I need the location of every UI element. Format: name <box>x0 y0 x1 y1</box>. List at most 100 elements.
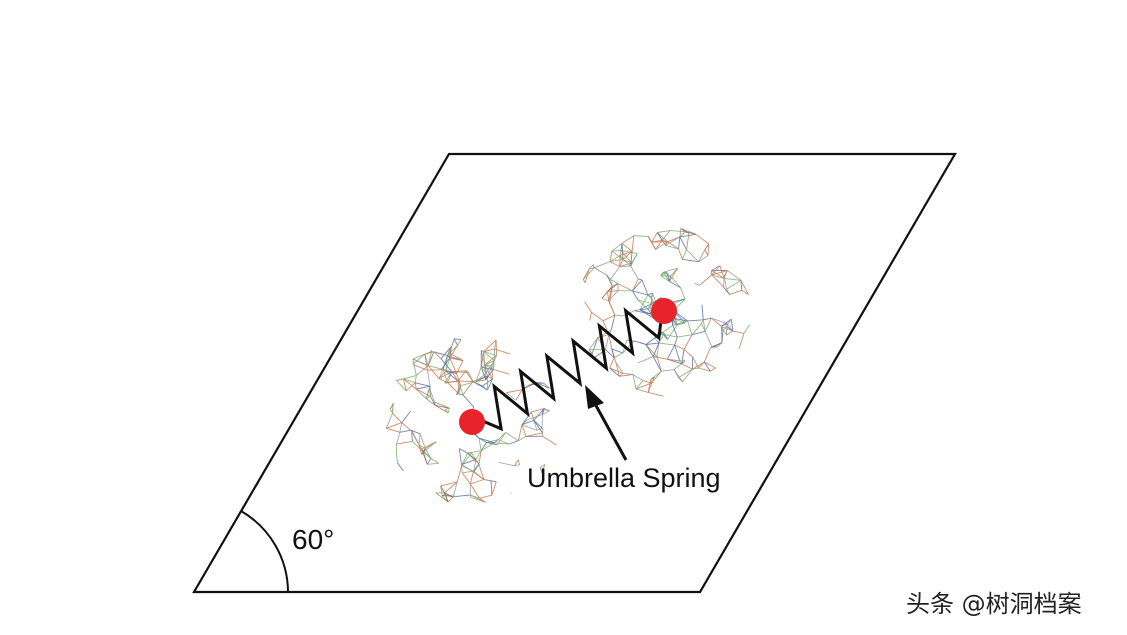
network-bond <box>704 249 709 256</box>
network-bond <box>456 373 462 386</box>
network-bond <box>726 330 734 336</box>
network-bond <box>645 344 654 357</box>
network-bond <box>656 343 660 357</box>
network-bond <box>542 410 550 415</box>
network-bond <box>639 309 654 319</box>
network-bond <box>490 480 493 496</box>
network-bond <box>415 388 427 400</box>
network-bond <box>695 233 709 245</box>
network-bond <box>703 361 711 372</box>
network-bond <box>469 494 472 498</box>
network-bond <box>445 357 451 372</box>
network-bond <box>592 264 595 268</box>
network-bond <box>622 259 631 267</box>
network-bond <box>527 414 543 421</box>
network-bond <box>682 258 699 263</box>
network-bond <box>729 289 742 296</box>
network-bond <box>701 319 704 324</box>
network-bond <box>681 360 686 365</box>
network-bond <box>711 265 721 271</box>
network-bond <box>442 369 448 383</box>
network-bond <box>396 440 413 445</box>
network-bond <box>471 452 480 465</box>
network-bond <box>457 381 460 394</box>
network-bond <box>594 267 608 276</box>
network-bond <box>662 239 668 243</box>
network-bond <box>521 411 532 425</box>
network-bond <box>418 444 426 449</box>
network-bond <box>619 262 632 267</box>
network-bond <box>683 349 693 358</box>
network-bond <box>410 429 421 435</box>
network-bond <box>440 485 443 496</box>
network-bond <box>660 271 668 277</box>
network-bond <box>609 367 620 377</box>
network-bond <box>637 299 653 304</box>
network-bond <box>430 458 440 464</box>
network-bond <box>723 276 728 290</box>
network-bond <box>449 357 464 362</box>
network-bond <box>525 432 543 437</box>
network-bond <box>542 408 550 412</box>
network-bond <box>430 396 436 406</box>
network-bond <box>669 281 681 288</box>
network-bond <box>611 242 623 252</box>
network-bond <box>449 345 458 359</box>
network-bond <box>694 282 700 286</box>
network-bond <box>611 348 623 354</box>
network-bond <box>661 230 671 241</box>
umbrella-spring <box>477 307 664 432</box>
network-bond <box>473 471 485 480</box>
network-bond <box>521 424 527 437</box>
network-bond <box>608 334 613 349</box>
network-bond <box>486 360 495 374</box>
network-bond <box>584 301 592 313</box>
network-bond <box>703 317 712 321</box>
network-bond <box>645 342 659 345</box>
network-bond <box>419 433 426 449</box>
network-bond <box>743 324 750 334</box>
network-bond <box>403 378 407 391</box>
network-bond <box>635 388 649 393</box>
network-bond <box>707 243 710 256</box>
network-bond <box>392 412 403 423</box>
network-bond <box>582 267 595 280</box>
network-bond <box>741 289 749 295</box>
network-bond <box>411 440 424 453</box>
network-bond <box>412 353 426 365</box>
network-bond <box>396 378 404 381</box>
network-bond <box>722 318 732 332</box>
network-bond <box>594 261 611 269</box>
network-bond <box>456 385 462 395</box>
network-bond <box>403 378 416 384</box>
network-bond <box>632 278 639 292</box>
network-bond <box>661 240 666 246</box>
network-bond <box>687 320 693 335</box>
network-bond <box>514 459 519 466</box>
network-bond <box>491 481 497 496</box>
network-bond <box>424 354 428 371</box>
network-bond <box>462 381 474 396</box>
network-bond <box>665 236 681 246</box>
network-bond <box>397 462 404 472</box>
molecule-cluster-left <box>385 338 557 503</box>
network-bond <box>475 372 487 382</box>
network-bond <box>447 380 459 383</box>
network-bond <box>412 358 429 367</box>
network-bond <box>542 435 557 446</box>
network-bond <box>610 258 624 263</box>
network-bond <box>449 338 455 354</box>
network-bond <box>425 441 437 449</box>
network-bond <box>521 424 538 431</box>
network-bond <box>531 407 545 413</box>
network-bond <box>658 333 665 344</box>
network-bond <box>426 458 432 465</box>
network-bond <box>455 494 471 497</box>
network-bond <box>440 357 451 371</box>
network-bond <box>691 323 702 336</box>
network-bond <box>726 289 730 295</box>
network-bond <box>716 342 723 348</box>
network-bond <box>418 433 421 445</box>
network-bond <box>631 235 635 252</box>
network-bond <box>459 448 468 454</box>
